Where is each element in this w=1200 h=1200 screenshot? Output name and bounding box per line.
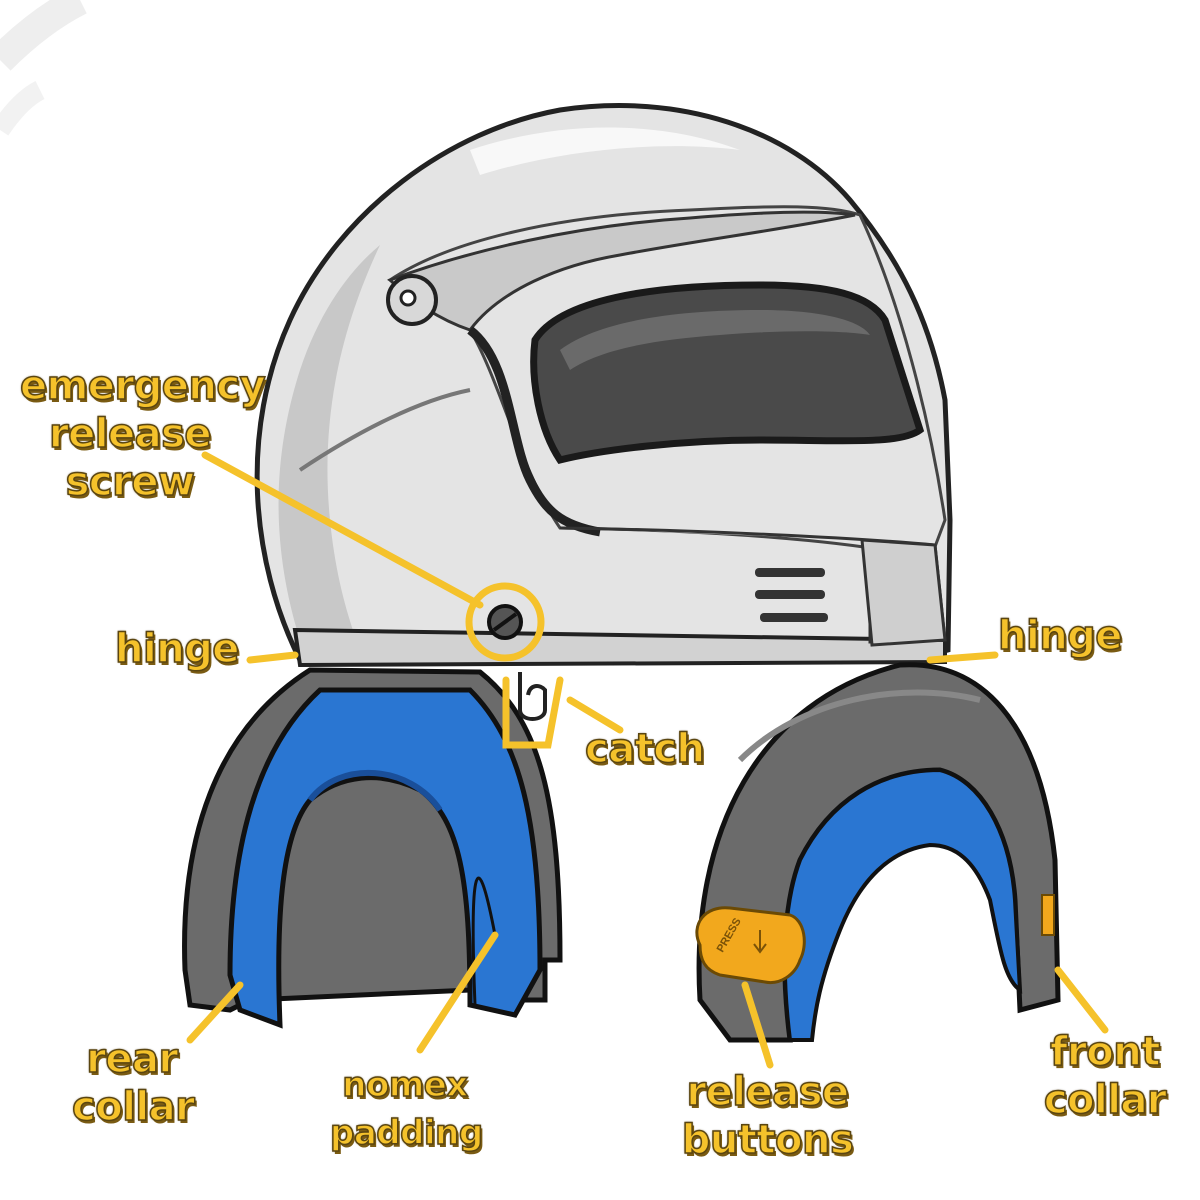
label-line: release <box>686 1068 850 1116</box>
label-rear-collar: rear collar <box>71 1035 195 1131</box>
label-line: nomex <box>342 1064 469 1105</box>
leader-hinge-right <box>926 651 999 664</box>
side-release-button <box>1041 894 1055 936</box>
label-front-collar: front collar <box>1040 1028 1170 1124</box>
label-release-buttons: release buttons <box>680 1068 855 1164</box>
background-arc <box>0 81 45 136</box>
shell-highlight <box>470 127 740 175</box>
collar-highlight <box>737 689 981 763</box>
label-emergency-release-screw: emergency release screw <box>19 362 266 506</box>
release-button: PRESS <box>695 906 806 985</box>
front-collar: PRESS <box>695 662 1061 1043</box>
shell-shading <box>278 245 380 650</box>
label-line: emergency <box>19 362 266 410</box>
leader-hinge-left <box>246 651 299 664</box>
leader-rear-collar <box>186 981 244 1044</box>
label-catch: catch <box>584 725 706 773</box>
label-hinge-left: hinge <box>114 625 240 673</box>
leader-front-collar <box>1054 966 1109 1034</box>
leader-lines <box>186 451 1109 1069</box>
catch-highlight <box>502 676 564 749</box>
label-line: front <box>1049 1028 1161 1076</box>
leader-nomex-padding <box>416 931 499 1054</box>
visor-edge <box>467 326 601 537</box>
chin-vent <box>755 590 825 599</box>
screw-highlight-ring <box>465 582 545 662</box>
label-hinge-right: hinge <box>997 612 1123 660</box>
label-line: collar <box>71 1083 195 1131</box>
padding-seam <box>471 876 497 1006</box>
label-line: release <box>48 410 212 458</box>
label-line: buttons <box>681 1116 855 1164</box>
label-nomex-padding: nomex padding <box>329 1062 484 1157</box>
visor-top-band <box>387 210 856 332</box>
chin-vent <box>760 613 828 622</box>
padding-shadow <box>307 769 443 812</box>
label-line: screw <box>65 458 196 506</box>
chin-vent <box>755 568 825 577</box>
side-stripe <box>298 388 471 472</box>
catch-hook <box>518 672 547 721</box>
eyeport-reflection <box>560 310 870 370</box>
label-line: padding <box>329 1112 484 1153</box>
rear-collar-padding <box>227 687 543 1029</box>
background-arc <box>0 0 87 71</box>
front-collar-padding <box>782 767 1023 1042</box>
helmet <box>254 103 953 668</box>
chin-front <box>860 538 947 647</box>
pivot-screw <box>399 289 417 307</box>
rear-collar <box>182 667 563 1029</box>
leader-emergency-screw <box>201 451 484 609</box>
label-line: collar <box>1043 1076 1167 1124</box>
arrow-icon <box>753 930 767 954</box>
leader-release-buttons <box>741 981 774 1069</box>
label-line: rear <box>85 1035 179 1083</box>
leader-catch <box>566 696 624 734</box>
screw-slot <box>492 612 518 632</box>
